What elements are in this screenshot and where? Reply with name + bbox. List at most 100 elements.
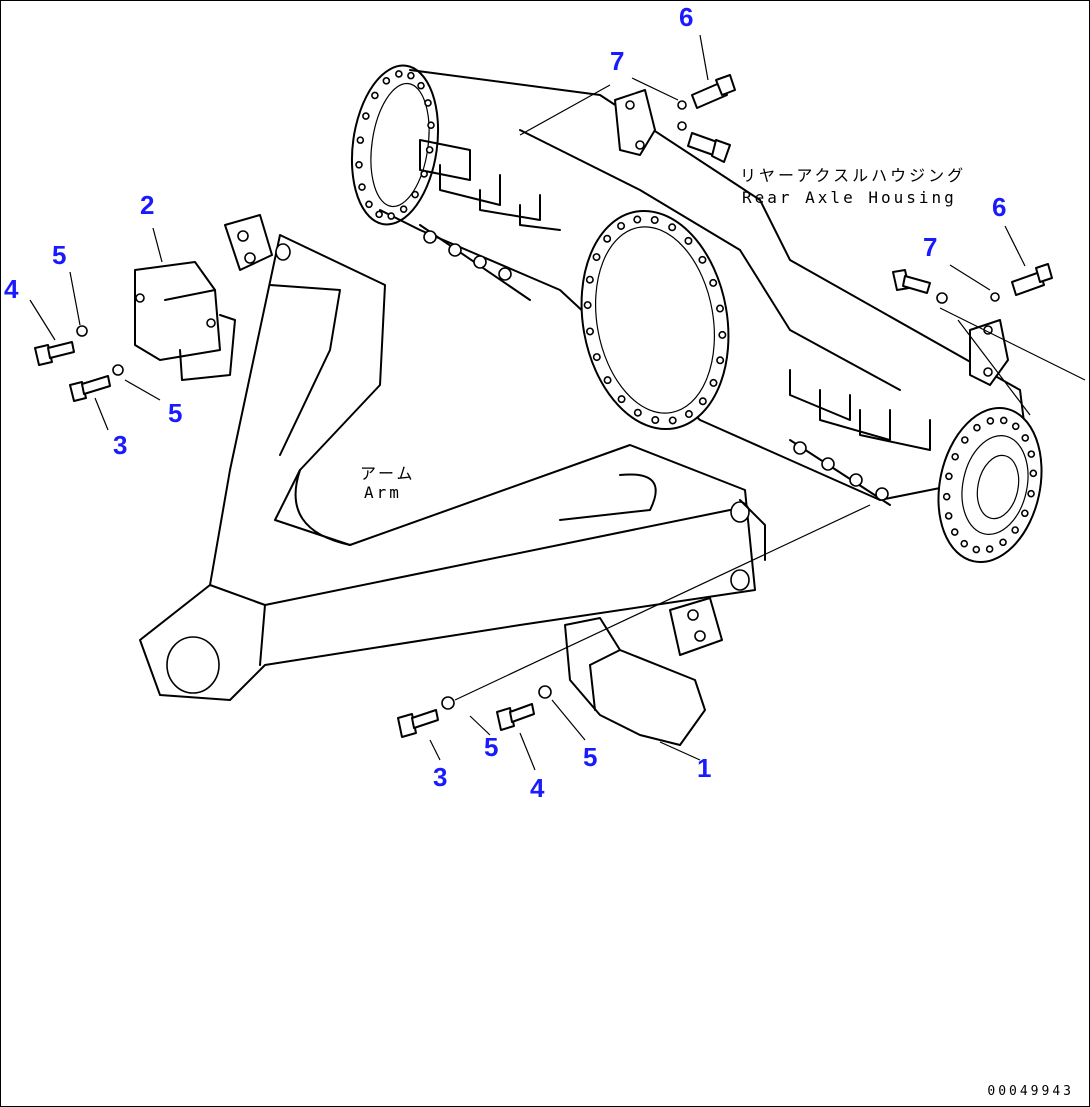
flange-bolt-hole xyxy=(1027,450,1036,458)
callout-5-bottom-right: 5 xyxy=(583,742,598,772)
flange-bolt-hole xyxy=(986,417,995,425)
flange-bolt-hole xyxy=(1021,434,1030,442)
flange-bolt-hole xyxy=(709,278,718,287)
flange-bolt-hole xyxy=(698,255,707,264)
flange-bolt-hole xyxy=(425,146,434,154)
flange-bolt-hole xyxy=(585,275,594,284)
arm xyxy=(139,234,766,701)
flange-bolt-hole xyxy=(1029,469,1038,478)
flange-bolt-hole xyxy=(709,378,718,387)
flange-bolt-hole xyxy=(718,330,727,339)
flange-bolt-hole xyxy=(651,415,660,424)
flange-bolt-hole xyxy=(586,327,595,336)
bolt-3-bottom xyxy=(397,709,439,738)
flange-bolt-hole xyxy=(603,234,612,243)
flange-bolt-hole xyxy=(633,215,642,224)
flange-bolt-hole xyxy=(362,112,370,120)
flange-bolt-hole xyxy=(358,183,366,191)
washer-5-bottom-right xyxy=(538,685,552,699)
flange-bolt-hole xyxy=(371,91,379,100)
flange-bolt-hole xyxy=(698,397,707,406)
washer-top-1 xyxy=(677,100,687,110)
plate-7-top xyxy=(614,89,656,156)
bolt-4-left xyxy=(34,341,75,366)
axle-label-jp: リヤーアクスルハウジング xyxy=(740,166,967,185)
flange-bolt-hole xyxy=(684,236,693,245)
callout-3-bottom: 3 xyxy=(433,762,448,792)
callout-7-right: 7 xyxy=(923,232,938,262)
washer-right-2 xyxy=(990,292,1000,302)
flange-bolt-hole xyxy=(592,353,601,362)
flange-bolt-hole xyxy=(684,410,693,419)
flange-bolt-hole xyxy=(1011,422,1020,431)
flange-bolt-hole xyxy=(945,472,953,481)
flange-bolt-hole xyxy=(1011,526,1019,534)
document-number: 00049943 xyxy=(987,1084,1074,1099)
bolt-right-left xyxy=(892,269,931,294)
flange-bolt-hole xyxy=(650,216,659,225)
flange-bolt-hole xyxy=(1021,509,1029,518)
callout-4-left: 4 xyxy=(4,274,19,304)
flange-bolt-hole xyxy=(424,99,432,107)
plate-7-right xyxy=(969,319,1009,386)
flange-bolt-hole xyxy=(411,190,419,199)
flange-bolt-hole xyxy=(951,452,959,461)
callout-1: 1 xyxy=(697,753,712,783)
flange-bolt-hole xyxy=(617,395,626,404)
flange-bolt-hole xyxy=(382,77,391,85)
flange-bolt-hole xyxy=(356,136,365,144)
bolt-6-right xyxy=(1011,263,1053,296)
flange-bolt-hole xyxy=(716,356,725,365)
flange-bolt-hole xyxy=(999,538,1007,547)
flange-bolt-hole xyxy=(633,408,642,417)
bolt-4-bottom xyxy=(496,703,535,731)
flange-bolt-hole xyxy=(960,539,969,548)
flange-bolt-hole xyxy=(387,212,395,220)
bolt-6-top xyxy=(691,74,736,109)
flange-bolt-hole xyxy=(417,81,425,90)
flange-bolt-hole xyxy=(395,70,403,78)
flange-bolt-hole xyxy=(375,210,383,219)
rear-axle-housing xyxy=(350,64,1043,564)
flange-bolt-hole xyxy=(420,170,428,178)
washer-right-1 xyxy=(936,292,948,304)
callout-4-bottom: 4 xyxy=(530,773,545,803)
flange-bolt-hole xyxy=(1027,489,1035,498)
flange-bolt-hole xyxy=(999,416,1008,425)
washer-5-bottom-left xyxy=(441,696,455,710)
flange-bolt-hole xyxy=(961,436,969,444)
washer-top-2 xyxy=(677,121,687,131)
callout-6-right: 6 xyxy=(992,192,1007,222)
flange-bolt-hole xyxy=(942,492,951,501)
flange-bolt-hole xyxy=(399,205,408,213)
flange-bolt-hole xyxy=(944,512,953,520)
arm-label-jp: アーム xyxy=(360,464,416,483)
washer-5-left-upper xyxy=(76,325,88,337)
arm-label-en: Arm xyxy=(364,483,402,502)
flange-bolt-hole xyxy=(427,121,435,129)
flange-bolt-hole xyxy=(668,416,677,425)
callout-2: 2 xyxy=(140,190,155,220)
flange-bolt-hole xyxy=(972,545,981,554)
bolt-top-lower xyxy=(687,132,731,163)
flange-bolt-hole xyxy=(583,301,592,310)
flange-bolt-hole xyxy=(715,304,724,313)
flange-bolt-hole xyxy=(355,161,363,169)
right-flange-holes xyxy=(942,416,1038,554)
flange-bolt-hole xyxy=(603,376,612,385)
bracket-1 xyxy=(564,597,723,746)
callout-5-left: 5 xyxy=(168,398,183,428)
flange-bolt-hole xyxy=(668,223,677,232)
axle-label-en: Rear Axle Housing xyxy=(742,188,957,207)
flange-bolt-hole xyxy=(973,423,981,432)
bolt-3-left xyxy=(69,375,111,402)
flange-bolt-hole xyxy=(617,221,626,230)
flange-bolt-hole xyxy=(592,253,601,262)
left-flange-holes xyxy=(355,70,435,220)
callout-5-upper-left: 5 xyxy=(52,240,67,270)
flange-bolt-hole xyxy=(365,200,373,209)
flange-bolt-hole xyxy=(407,71,415,80)
leader-lines xyxy=(29,34,1086,771)
